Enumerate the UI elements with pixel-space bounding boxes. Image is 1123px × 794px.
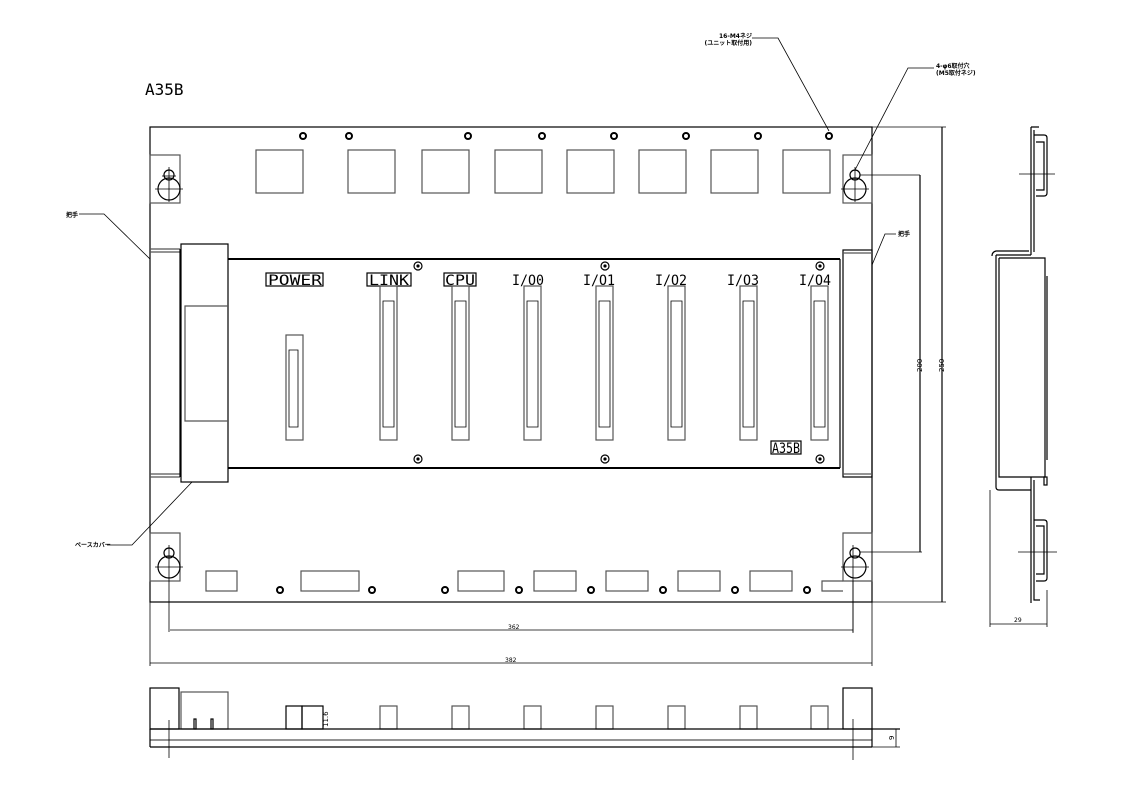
slot-power: POWER bbox=[265, 272, 324, 441]
svg-text:ベースカバー: ベースカバー bbox=[75, 541, 111, 549]
svg-text:(M5取付ネジ): (M5取付ネジ) bbox=[936, 69, 976, 77]
board-screw-icon bbox=[413, 454, 423, 464]
slot-label: I/O3 bbox=[727, 273, 759, 289]
slot-label: I/O0 bbox=[512, 273, 544, 289]
side-view: 29 bbox=[989, 126, 1057, 627]
board-screw-icon bbox=[413, 261, 423, 271]
board-screw-icon bbox=[815, 454, 825, 464]
callout-base-cover: ベースカバー bbox=[75, 481, 193, 549]
screw-hole-icon bbox=[682, 132, 690, 140]
base-cover bbox=[180, 243, 229, 483]
callout-screws: 16-M4ネジ (ユニット取付用) bbox=[705, 32, 830, 132]
slot-label: I/O4 bbox=[799, 273, 831, 289]
dimension-362: 362 bbox=[170, 581, 854, 633]
base-outline bbox=[149, 126, 873, 603]
svg-text:200: 200 bbox=[916, 359, 924, 372]
slot-label: I/O1 bbox=[583, 273, 615, 289]
screw-hole-icon bbox=[538, 132, 546, 140]
slot-connector-icon bbox=[595, 285, 614, 441]
model-mark: A35B bbox=[772, 441, 800, 457]
screw-hole-icon bbox=[825, 132, 833, 140]
slot-label: LINK bbox=[369, 273, 410, 289]
svg-text:250: 250 bbox=[938, 359, 946, 372]
callout-handle-right: 把手 bbox=[871, 230, 910, 266]
slot-label: CPU bbox=[445, 273, 475, 289]
svg-text:11.6: 11.6 bbox=[322, 711, 330, 727]
top-windows bbox=[255, 149, 831, 194]
dimension-250: 250 bbox=[872, 126, 946, 603]
board-screws bbox=[413, 261, 825, 464]
slot-label: I/O2 bbox=[655, 273, 687, 289]
slot-connector-icon bbox=[379, 285, 398, 441]
bottom-screw-holes bbox=[276, 586, 811, 594]
board-screw-icon bbox=[600, 261, 610, 271]
svg-text:9: 9 bbox=[888, 736, 896, 740]
callout-mount-holes: 4-φ6取付穴 (M5取付ネジ) bbox=[854, 62, 976, 171]
slot-io3: I/O3 bbox=[727, 273, 759, 441]
screw-hole-icon bbox=[345, 132, 353, 140]
svg-text:382: 382 bbox=[505, 657, 517, 664]
slot-link: LINK bbox=[366, 272, 412, 441]
front-view: POWER LINK CPU I/O0 I/O1 I/O2 bbox=[149, 126, 922, 632]
slot-io2: I/O2 bbox=[655, 273, 687, 441]
svg-text:16-M4ネジ: 16-M4ネジ bbox=[719, 32, 752, 40]
slot-io1: I/O1 bbox=[583, 273, 615, 441]
screw-hole-icon bbox=[610, 132, 618, 140]
board-screw-icon bbox=[815, 261, 825, 271]
slot-connector-icon bbox=[451, 285, 470, 441]
slot-connector-icon bbox=[285, 334, 304, 441]
board-screw-icon bbox=[600, 454, 610, 464]
svg-text:(ユニット取付用): (ユニット取付用) bbox=[705, 39, 753, 47]
drawing-title: A35B bbox=[145, 80, 184, 99]
screw-hole-icon bbox=[754, 132, 762, 140]
top-screw-holes bbox=[299, 132, 833, 140]
mount-hole-top-right-icon bbox=[841, 154, 920, 204]
svg-text:362: 362 bbox=[508, 624, 520, 631]
svg-text:把手: 把手 bbox=[66, 211, 78, 219]
dimension-200: 200 bbox=[916, 175, 924, 552]
slot-cpu: CPU bbox=[443, 272, 477, 441]
mount-hole-top-left-icon bbox=[149, 154, 183, 204]
callout-handle-left: 把手 bbox=[66, 211, 151, 260]
svg-text:4-φ6取付穴: 4-φ6取付穴 bbox=[936, 62, 970, 70]
screw-hole-icon bbox=[299, 132, 307, 140]
slot-connector-icon bbox=[810, 285, 829, 441]
svg-text:29: 29 bbox=[1014, 617, 1022, 624]
mount-hole-bottom-left-icon bbox=[149, 532, 183, 632]
svg-text:把手: 把手 bbox=[898, 230, 910, 238]
mount-hole-bottom-right-icon bbox=[841, 532, 922, 632]
dimension-382: 382 bbox=[149, 602, 873, 666]
slot-io4: I/O4 bbox=[799, 273, 831, 441]
slot-label: POWER bbox=[268, 273, 323, 289]
bottom-view: 11.6 9 bbox=[149, 687, 900, 760]
screw-hole-icon bbox=[464, 132, 472, 140]
slot-connector-icon bbox=[667, 285, 686, 441]
slot-connector-icon bbox=[523, 285, 542, 441]
slot-io0: I/O0 bbox=[512, 273, 544, 441]
main-board bbox=[228, 258, 841, 469]
bottom-windows bbox=[205, 570, 843, 592]
slot-connector-icon bbox=[739, 285, 758, 441]
handle-right bbox=[842, 249, 873, 478]
